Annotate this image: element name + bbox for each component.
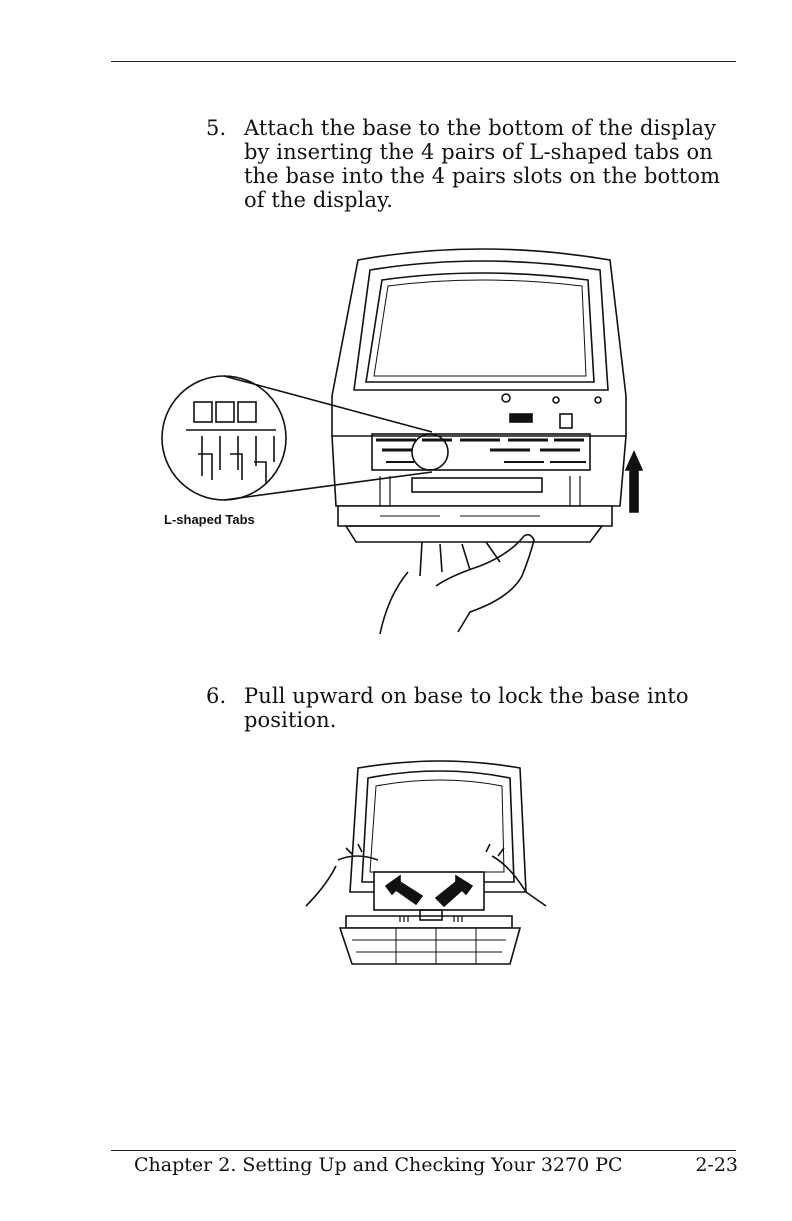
step-6: 6. Pull upward on base to lock the base … — [206, 684, 746, 734]
footer-page-number: 2-23 — [695, 1153, 738, 1177]
callout-label: L-shaped Tabs — [164, 512, 255, 527]
bottom-rule — [111, 1150, 736, 1151]
step-text: Attach the base to the bottom of the dis… — [244, 116, 744, 212]
step-line: by inserting the 4 pairs of L-shaped tab… — [244, 140, 744, 164]
figure-attach-base — [150, 236, 670, 646]
footer-chapter: Chapter 2. Setting Up and Checking Your … — [134, 1153, 623, 1177]
step-line: Pull upward on base to lock the base int… — [244, 684, 744, 708]
step-text: Pull upward on base to lock the base int… — [244, 684, 744, 732]
step-line: the base into the 4 pairs slots on the b… — [244, 164, 744, 188]
figure-lock-base — [296, 756, 564, 976]
top-rule — [111, 61, 736, 62]
step-line: Attach the base to the bottom of the dis… — [244, 116, 744, 140]
step-line: position. — [244, 708, 744, 732]
step-line: of the display. — [244, 188, 744, 212]
step-5: 5. Attach the base to the bottom of the … — [206, 116, 746, 216]
step-number: 6. — [206, 684, 236, 708]
step-number: 5. — [206, 116, 236, 140]
